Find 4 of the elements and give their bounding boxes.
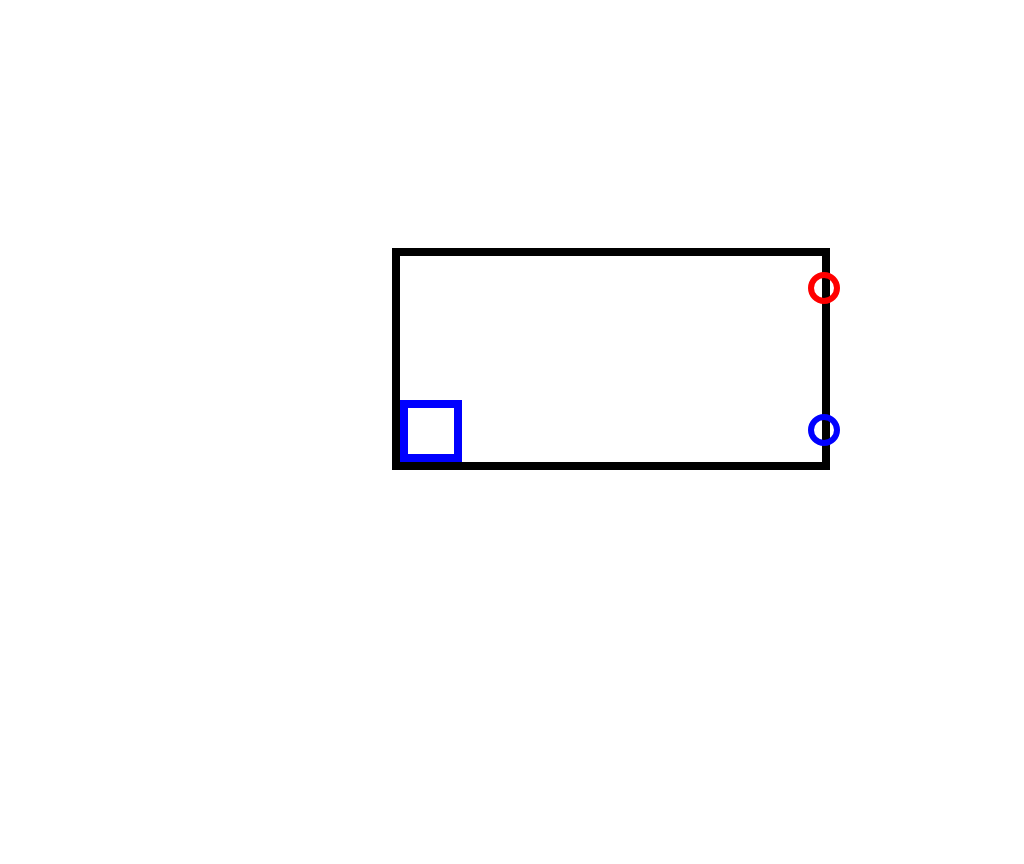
circle-marker (808, 414, 840, 446)
square-marker (400, 400, 462, 462)
circle-marker (808, 272, 840, 304)
rectangle-outline (392, 248, 830, 470)
